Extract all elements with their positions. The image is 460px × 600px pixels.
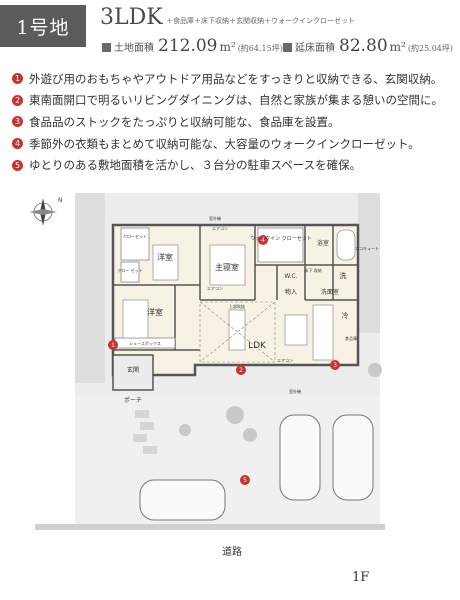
feature-item: 5 ゆとりのある敷地面積を活かし、３台分の駐車スペースを確保。 — [12, 154, 452, 176]
feature-text: 食品品のストックをたっぷりと収納可能な、食品庫を設置。 — [29, 114, 340, 129]
land-area-value: 212.09 — [158, 36, 218, 56]
marker-3 — [330, 360, 340, 370]
marker-4-label: 4 — [261, 237, 265, 244]
entrance-block — [112, 354, 154, 391]
floor-area-unit: m² — [389, 40, 406, 54]
marker-2 — [236, 365, 246, 375]
layout-features: ＋食品庫＋床下収納＋玄関収納＋ウォークインクローゼット — [166, 17, 355, 25]
feature-item: 3 食品品のストックをたっぷりと収納可能な、食品庫を設置。 — [12, 111, 452, 133]
cars — [139, 414, 374, 521]
floor-area-tsubo: (約25.04坪) — [407, 44, 454, 53]
marker-2-label: 2 — [239, 367, 243, 374]
label-outdoor-1: 室外機 — [209, 215, 221, 221]
planting-right — [358, 193, 380, 333]
land-area: 土地面積 212.09 m² (約64.15坪) — [102, 36, 283, 56]
marker-5 — [240, 475, 250, 485]
road-label: 道路 — [222, 547, 242, 558]
marker-4 — [258, 235, 268, 245]
room-fridge: 冷 — [342, 311, 349, 320]
bed-3 — [122, 299, 149, 339]
number-marker: 4 — [12, 138, 23, 150]
room-wc: W.C. — [284, 273, 297, 280]
marker-5-label: 5 — [243, 477, 247, 484]
closet-1 — [120, 227, 150, 261]
car-1 — [279, 414, 321, 501]
floor-area-label: 延床面積 — [295, 43, 335, 54]
feature-text: 東南面開口で明るいリビングダイニングは、自然と家族が集まる憩いの空間に。 — [29, 93, 443, 108]
label-ceiling: 上部吹抜 — [229, 303, 245, 309]
square-icon — [283, 43, 292, 52]
room-entrance: 玄関 — [127, 366, 139, 374]
car-3 — [139, 479, 226, 521]
trees — [179, 363, 382, 442]
dining-table — [284, 314, 308, 346]
ceiling-void — [199, 301, 276, 363]
room-western-1: 洋室 — [157, 252, 173, 262]
number-marker: 3 — [12, 116, 23, 128]
room-ldk: LDK — [248, 341, 267, 351]
label-ac-1: エアコン — [212, 226, 228, 231]
label-closet-2: クロー ゼット — [117, 267, 142, 273]
closet-2 — [120, 261, 140, 283]
floor-area: 延床面積 82.80 m² (約25.04坪) — [283, 36, 453, 56]
floor-plan: N 洋室 洋室 主寝室 LDK 浴室 — [29, 193, 385, 530]
room-porch: ポーチ — [124, 396, 142, 404]
feature-text: 外遊び用のおもちゃやアウトドア用品などをすっきりと収納できる、玄関収納。 — [29, 71, 443, 86]
label-pantry: 食品庫 — [345, 335, 357, 341]
square-icon — [102, 43, 111, 52]
bathtub — [336, 229, 356, 261]
room-master: 主寝室 — [215, 262, 239, 272]
label-closet-1: クローゼット — [123, 233, 147, 239]
room-wash: 洗 — [340, 271, 347, 280]
room-western-2: 洋室 — [147, 307, 163, 317]
marker-3-label: 3 — [333, 362, 337, 369]
number-marker: 5 — [12, 159, 23, 171]
floor-area-value: 82.80 — [339, 36, 388, 56]
bed-2 — [152, 244, 179, 281]
label-wic: ウォークイン クローゼット — [250, 235, 312, 242]
planting-left — [75, 193, 105, 383]
interior-walls — [113, 225, 358, 351]
compass-label: N — [58, 197, 63, 204]
sofa — [228, 309, 246, 351]
feature-item: 4 季節外の衣類もまとめて収納可能な、大容量のウォークインクローゼット。 — [12, 133, 452, 155]
lot-badge: 1号地 — [0, 5, 86, 47]
car-2 — [332, 414, 374, 501]
land-area-tsubo: (約64.15坪) — [237, 44, 283, 53]
compass-icon — [29, 198, 57, 226]
feature-text: 季節外の衣類もまとめて収納可能な、大容量のウォークインクローゼット。 — [29, 136, 420, 151]
number-marker: 1 — [12, 73, 23, 85]
label-ac-2: エアコン — [207, 286, 223, 291]
walk-in-closet — [257, 227, 304, 263]
land-area-unit: m² — [219, 40, 236, 54]
label-underfloor: 床下 収納 — [304, 267, 321, 273]
room-storage: 物入 — [285, 288, 297, 296]
feature-text: ゆとりのある敷地面積を活かし、３台分の駐車スペースを確保。 — [29, 158, 362, 173]
number-marker: 2 — [12, 94, 23, 106]
floor-label: 1F — [352, 570, 370, 585]
label-shoebox: シューズボックス — [129, 340, 161, 346]
label-ac-3: エアコン — [277, 358, 293, 363]
room-bath: 浴室 — [317, 239, 329, 247]
layout-title: 3LDK — [100, 5, 163, 30]
land-area-label: 土地面積 — [114, 43, 154, 54]
bed — [209, 244, 246, 286]
kitchen-counter — [312, 304, 334, 361]
stepping-stones — [133, 410, 157, 454]
label-ecocute: エコキュート — [355, 246, 379, 251]
marker-1-label: 1 — [111, 342, 115, 349]
feature-item: 1 外遊び用のおもちゃやアウトドア用品などをすっきりと収納できる、玄関収納。 — [12, 68, 452, 90]
room-washroom: 洗面室 — [321, 288, 339, 296]
feature-item: 2 東南面開口で明るいリビングダイニングは、自然と家族が集まる憩いの空間に。 — [12, 90, 452, 112]
road — [35, 524, 385, 530]
marker-1 — [108, 340, 118, 350]
label-outdoor-2: 室外機 — [289, 388, 301, 394]
